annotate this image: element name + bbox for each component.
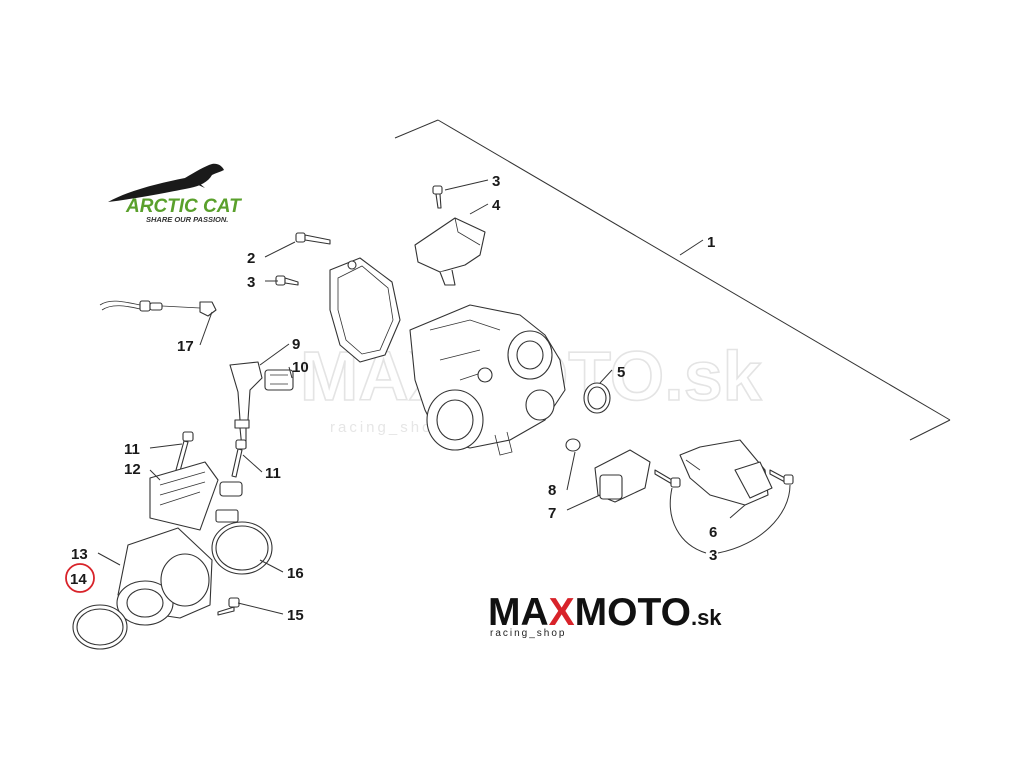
callout-17: 17 <box>177 338 194 355</box>
callout-4: 4 <box>492 197 501 214</box>
watermark-tagline: racing_shop <box>330 419 445 436</box>
callouts: 1 2 3 3 4 5 6 7 8 9 10 11 11 12 13 14 15… <box>65 173 717 624</box>
sensor-4 <box>414 217 486 286</box>
callout-11-left: 11 <box>124 441 140 458</box>
o-ring-5 <box>583 382 611 414</box>
maxmoto-tagline: racing_shop <box>490 628 566 639</box>
o-ring-8 <box>565 438 581 452</box>
arctic-cat-name: ARCTIC CAT <box>125 196 242 217</box>
maxmoto-logo: MAXMOTO.sk racing_shop <box>488 591 722 639</box>
cover-plate <box>329 257 401 363</box>
callout-9: 9 <box>292 336 300 353</box>
callout-11-right: 11 <box>265 465 281 482</box>
maxmoto-name: MAXMOTO.sk <box>488 591 722 634</box>
callout-3-left: 3 <box>247 274 255 291</box>
screw-2 <box>295 232 331 245</box>
screw-3-lower-right <box>769 469 794 485</box>
cable-17 <box>99 300 217 317</box>
callout-1: 1 <box>707 234 715 251</box>
leader-lines <box>97 179 791 615</box>
arctic-cat-panther-icon <box>108 163 224 202</box>
callout-3-bottom: 3 <box>709 547 717 564</box>
callout-15: 15 <box>287 607 304 624</box>
callout-6: 6 <box>709 524 717 541</box>
clamp-16 <box>211 509 273 575</box>
screw-11-right <box>231 439 247 478</box>
fuel-rail-12 <box>149 461 243 531</box>
throttle-body <box>409 304 566 456</box>
screw-3-top <box>432 185 443 209</box>
callout-2: 2 <box>247 250 255 267</box>
callout-8: 8 <box>548 482 556 499</box>
callout-14: 14 <box>70 571 87 588</box>
callout-7: 7 <box>548 505 556 522</box>
callout-12: 12 <box>124 461 141 478</box>
assembly-bracket <box>394 119 951 441</box>
screw-3-left <box>275 275 299 286</box>
connector-10 <box>264 369 294 391</box>
callout-5: 5 <box>617 364 625 381</box>
callout-13: 13 <box>71 546 88 563</box>
idle-valve-6 <box>679 439 773 506</box>
screw-15 <box>217 597 240 616</box>
screw-11-left <box>175 431 194 472</box>
intake-boot-13 <box>116 527 213 626</box>
callout-16: 16 <box>287 565 304 582</box>
o-ring-14 <box>72 604 128 650</box>
highlight-ring <box>65 563 95 593</box>
arctic-cat-logo: ARCTIC CAT SHARE OUR PASSION. <box>108 163 242 224</box>
injector-9 <box>229 361 263 449</box>
sensor-7 <box>594 449 651 503</box>
callout-3-top: 3 <box>492 173 500 190</box>
arctic-cat-tagline: SHARE OUR PASSION. <box>146 215 228 224</box>
screw-3-lower-left <box>654 469 681 488</box>
callout-10: 10 <box>292 359 309 376</box>
